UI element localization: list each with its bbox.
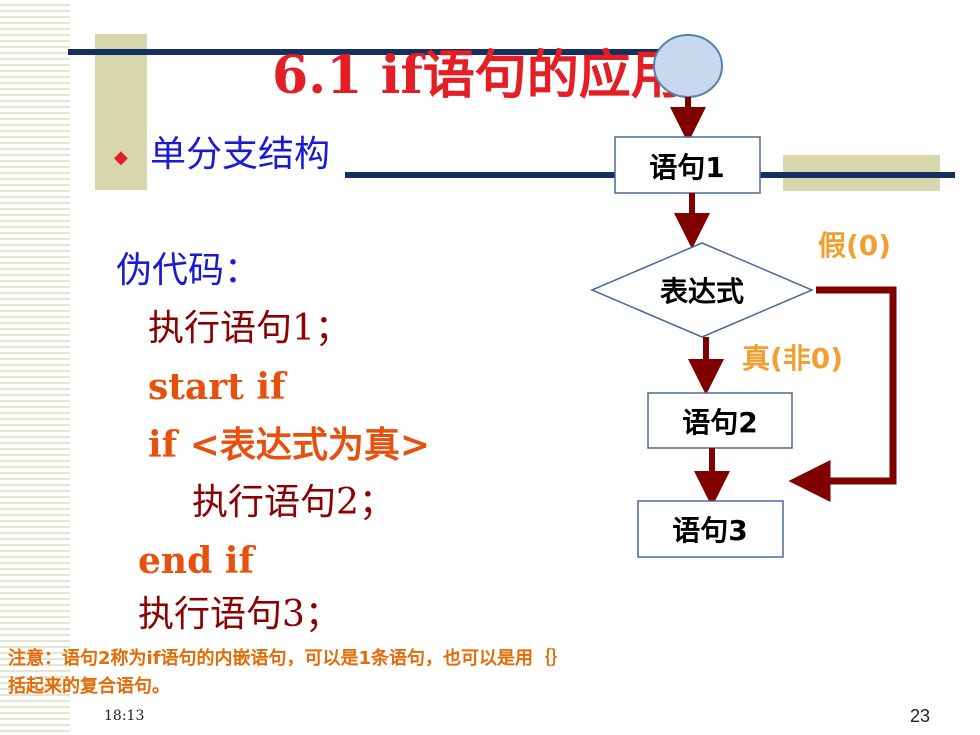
- stmt1-box: [614, 136, 761, 194]
- page-number: 23: [910, 706, 931, 726]
- footer-time: 18:13: [104, 708, 145, 724]
- stmt2-label: 语句2: [682, 406, 757, 439]
- striped-margin: [0, 0, 70, 735]
- stmt1-label: 语句1: [649, 151, 724, 184]
- note-line-2: 括起来的复合语句。: [8, 676, 170, 697]
- code-line-3: if <表达式为真>: [148, 424, 431, 466]
- false-branch-arrow: [788, 286, 897, 502]
- top-rule: [68, 49, 688, 55]
- condition-diamond: [590, 242, 814, 338]
- false-label: 假(0): [818, 229, 891, 262]
- code-line-1: 执行语句1；: [148, 308, 351, 349]
- subtitle: 单分支结构: [150, 134, 331, 175]
- note: 注意：语句2称为if语句的内嵌语句，可以是1条语句，也可以是用｛｝ 括起来的复合…: [8, 645, 868, 701]
- code-line-5: end if: [138, 540, 254, 582]
- subtitle-rule-right: [760, 172, 955, 178]
- stmt2-box: [647, 392, 793, 449]
- subtitle-rule: [345, 172, 615, 178]
- stmt3-box: [637, 500, 784, 558]
- code-line-4: 执行语句2；: [192, 482, 395, 523]
- stmt3-label: 语句3: [672, 514, 747, 547]
- slide-title: 6.1 if语句的应用: [272, 45, 683, 106]
- condition-label: 表达式: [660, 275, 744, 308]
- khaki-block-left: [95, 34, 147, 190]
- diamond-bullet-icon: ◆: [114, 147, 128, 168]
- code-line-2: start if: [148, 366, 286, 408]
- code-line-6: 执行语句3；: [138, 594, 341, 635]
- pseudocode-label: 伪代码：: [116, 250, 261, 291]
- true-label: 真(非0): [742, 342, 843, 375]
- start-terminal: [653, 34, 723, 98]
- note-line-1: 注意：语句2称为if语句的内嵌语句，可以是1条语句，也可以是用｛｝: [8, 648, 570, 669]
